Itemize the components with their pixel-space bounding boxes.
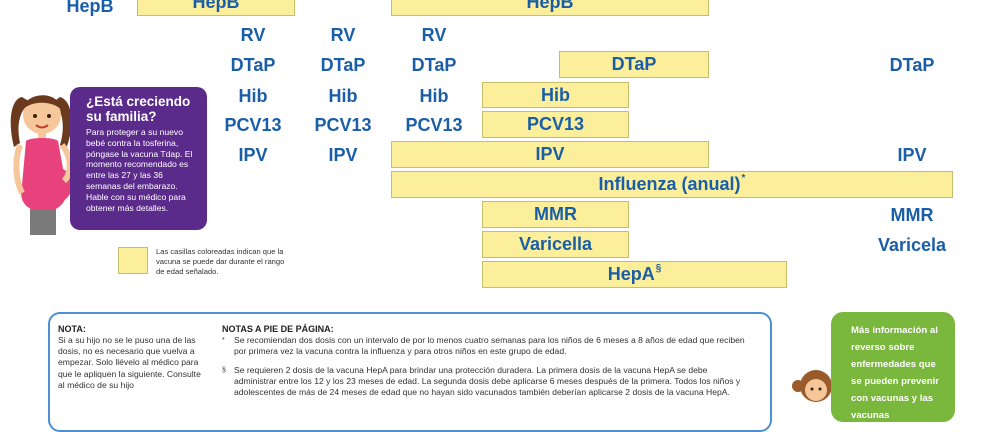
footnote-2-mark: §	[222, 367, 226, 374]
pregnancy-box-title: ¿Está creciendo su familia?	[86, 94, 191, 124]
footnote-hepa: § Se requieren 2 dosis de la vacuna HepA…	[222, 365, 752, 399]
nota-body: Si a su hijo no se le puso una de las do…	[58, 335, 201, 390]
pcv13-4mo: PCV13	[314, 115, 372, 135]
pregnant-woman-illustration	[10, 95, 73, 235]
influenza-footnote-mark: *	[741, 173, 746, 184]
hepb-bar-1: HepB	[137, 0, 295, 16]
dtap-6mo: DTaP	[411, 55, 457, 75]
hib-2mo: Hib	[238, 86, 268, 106]
hepa-footnote-mark: §	[655, 263, 662, 274]
influenza-label: Influenza (anual)	[598, 174, 741, 194]
hepb-left-label: HepB	[66, 0, 114, 16]
pregnancy-box-body: Para proteger a su nuevo bebé contra la …	[86, 127, 193, 213]
ipv-bar: IPV	[391, 141, 709, 168]
hib-bar: Hib	[482, 82, 629, 108]
varicela-right: Varicela	[877, 235, 947, 255]
ipv-right: IPV	[897, 145, 927, 165]
dtap-4mo: DTaP	[320, 55, 366, 75]
child-illustration	[792, 370, 832, 402]
rv-6mo: RV	[421, 25, 447, 45]
more-info-text: Más información al reverso sobre enferme…	[851, 325, 939, 421]
footnote-influenza: * Se recomiendan dos dosis con un interv…	[222, 335, 752, 357]
dtap-bar: DTaP	[559, 51, 709, 78]
more-info-box: Más información al reverso sobre enferme…	[831, 312, 955, 422]
influenza-bar: Influenza (anual)*	[391, 171, 953, 198]
mmr-right: MMR	[890, 205, 934, 225]
hepb-bar-2: HepB	[391, 0, 709, 16]
ipv-2mo: IPV	[238, 145, 268, 165]
mmr-bar: MMR	[482, 201, 629, 228]
pcv13-2mo: PCV13	[224, 115, 282, 135]
hib-4mo: Hib	[328, 86, 358, 106]
hepa-bar: HepA§	[482, 261, 787, 288]
footnotes-title: NOTAS A PIE DE PÁGINA:	[222, 324, 334, 334]
footnote-1-mark: *	[222, 337, 225, 344]
dtap-right: DTaP	[889, 55, 935, 75]
hepa-label: HepA	[607, 264, 655, 284]
rv-4mo: RV	[330, 25, 356, 45]
footnote-2-text: Se requieren 2 dosis de la vacuna HepA p…	[234, 365, 741, 398]
ipv-4mo: IPV	[328, 145, 358, 165]
nota-title: NOTA:	[58, 324, 86, 334]
legend-color-swatch	[118, 247, 148, 274]
footnote-1-text: Se recomiendan dos dosis con un interval…	[234, 335, 745, 357]
pcv13-6mo: PCV13	[405, 115, 463, 135]
dtap-2mo: DTaP	[230, 55, 276, 75]
pcv13-bar: PCV13	[482, 111, 629, 138]
varicella-bar: Varicella	[482, 231, 629, 258]
pregnancy-info-box: ¿Está creciendo su familia? Para protege…	[70, 87, 207, 230]
legend-text: Las casillas coloreadas indican que la v…	[156, 247, 285, 276]
rv-2mo: RV	[240, 25, 266, 45]
hib-6mo: Hib	[419, 86, 449, 106]
